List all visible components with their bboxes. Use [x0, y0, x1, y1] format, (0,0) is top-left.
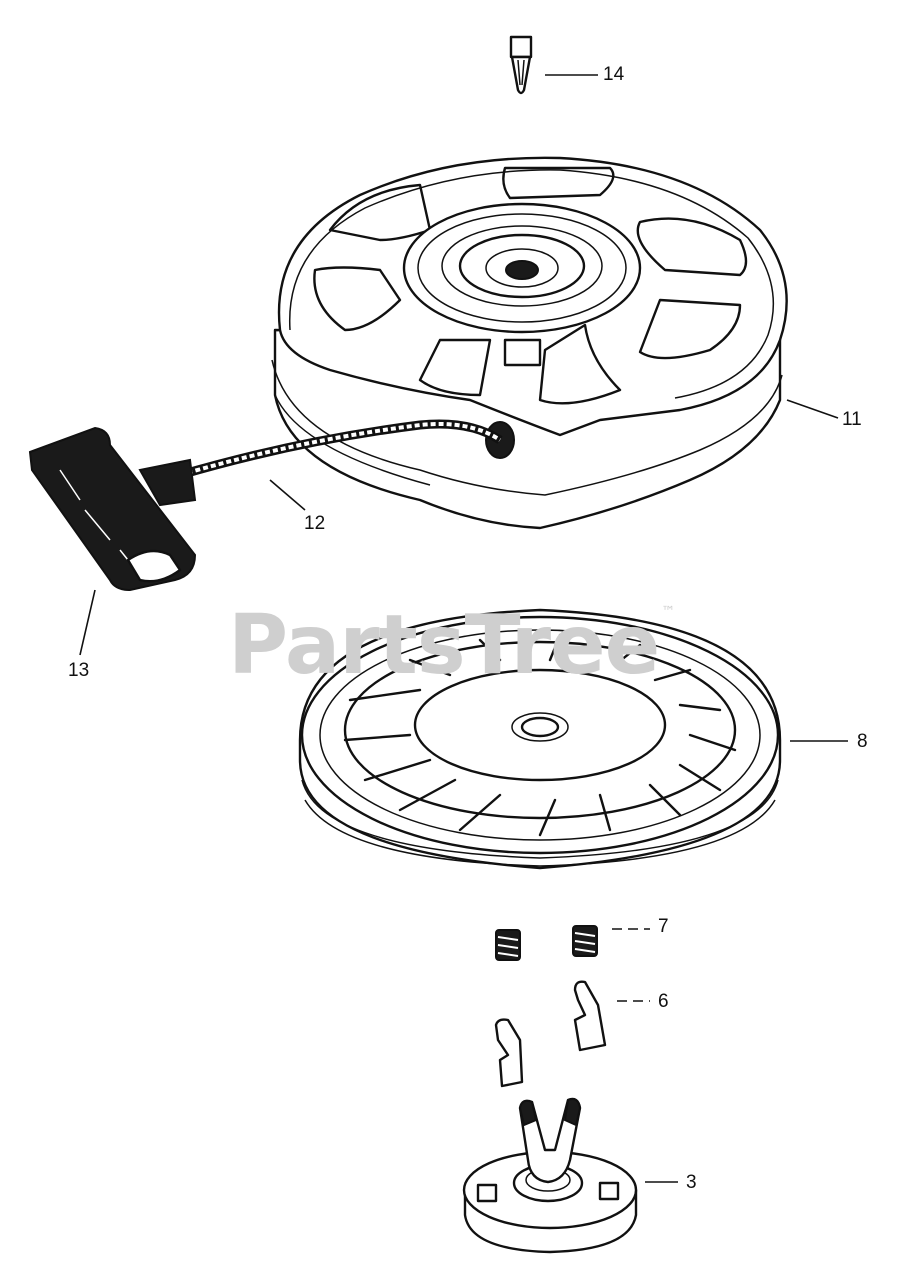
leader-13	[79, 589, 96, 656]
part-7-springs[interactable]	[495, 925, 598, 961]
callout-13: 13	[68, 660, 90, 681]
part-8-pulley[interactable]	[298, 608, 782, 870]
callout-6: 6	[658, 991, 669, 1012]
part-12-rope[interactable]	[178, 419, 503, 480]
leader-12	[269, 479, 306, 511]
callout-8: 8	[857, 731, 868, 752]
part-13-handle[interactable]	[28, 426, 197, 592]
callout-11: 11	[842, 409, 862, 430]
watermark-brand: PartsTree	[228, 598, 660, 693]
callout-12: 12	[304, 513, 326, 534]
part-3-cam[interactable]	[462, 1097, 638, 1254]
watermark-trademark: ™	[661, 604, 675, 620]
leader-11	[786, 399, 839, 419]
part-6-pawls[interactable]	[494, 980, 607, 1088]
part-11-housing[interactable]	[271, 156, 788, 530]
part-14-retainer[interactable]	[509, 35, 533, 95]
callout-3: 3	[686, 1172, 697, 1193]
callout-7: 7	[658, 916, 669, 937]
callout-14: 14	[603, 64, 625, 85]
